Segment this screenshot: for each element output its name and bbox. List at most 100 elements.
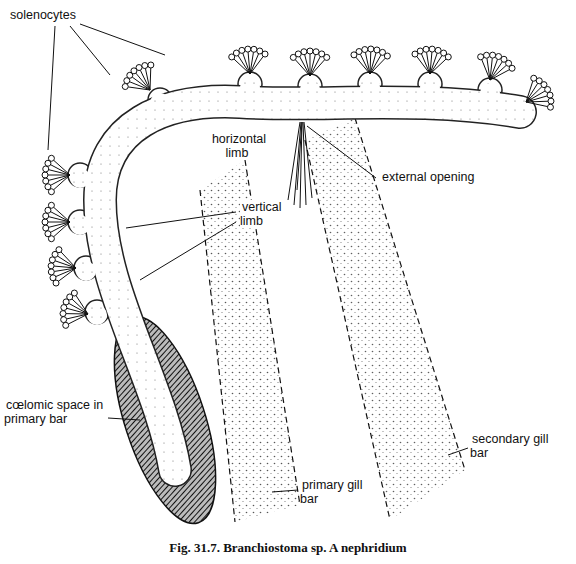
solenocyte-cell [490,52,496,58]
solenocyte-tube [248,52,250,74]
solenocyte-cell [245,46,251,52]
solenocyte-cell [429,46,435,52]
solenocyte-cell [368,46,374,52]
tube-bump-inner [70,168,90,188]
solenocyte-tube [250,56,263,74]
solenocyte-cell [61,305,67,311]
label-text: external opening [380,170,476,184]
solenocyte-tube [300,57,310,76]
solenocyte-cell [43,166,49,172]
tube-bump [148,88,172,112]
solenocyte-tube [76,296,88,314]
figure-caption: Fig. 31.7. Branchiostoma sp. A nephridiu… [0,540,576,556]
tube-bump [478,78,502,102]
solenocyte-cell [60,311,66,317]
solenocyte-cell [423,46,429,52]
solenocyte-cell [484,52,490,58]
tube-bump [298,74,322,98]
solenocyte-cell [122,84,128,90]
solenocyte-cell [42,172,48,178]
solenocyte-cell [63,322,69,328]
solenocyte-cell [478,54,484,60]
solenocyte-cell [548,98,554,104]
solenocyte-cell [374,47,380,53]
solenocyte-cell [45,184,51,190]
solenocyte-cell [43,225,49,231]
solenocyte-cell [61,317,67,323]
tube-bump-inner [300,79,320,99]
tube-bump [238,72,262,96]
solenocyte-tube [490,70,509,80]
solenocyte-cell [48,155,54,161]
solenocyte-tube [54,160,70,175]
solenocyte-tube [305,55,310,76]
leader-lines [48,24,468,492]
solenocyte-cell [148,62,154,68]
solenocyte-tube [360,54,370,74]
solenocyte-tube [526,102,548,107]
part-label: external opening [380,170,500,184]
solenocytes [42,46,554,328]
tube-bump-inner [70,215,90,235]
solenocyte-cell [547,104,553,110]
solenocyte-tube [54,268,76,271]
solenocyte-cell [545,87,551,93]
solenocyte-cell [295,51,301,57]
solenocyte-cell [136,65,142,71]
tube-bump [358,72,382,96]
solenocyte-cell [43,178,49,184]
solenocyte-cell [48,202,54,208]
solenocyte-cell [262,51,268,57]
solenocyte-tube [427,52,430,74]
solenocyte-cell [239,47,245,53]
solenocyte-cell [509,65,515,71]
solenocyte-tube [67,314,88,319]
solenocyte-tube [370,58,385,74]
solenocyte-tube [310,60,325,76]
solenocyte-cell [71,290,77,296]
external-opening-cilia [288,122,312,208]
solenocyte-tube [526,96,547,102]
solenocyte-tube [487,58,490,80]
label-text: horizontal limb [210,132,266,160]
tube-bump-inner [360,77,380,97]
solenocyte-tube [140,70,150,90]
solenocyte-cell [384,53,390,59]
solenocyte-tube [49,175,70,180]
solenocyte-cell [48,269,54,275]
label-text: secondary gill bar [470,432,548,460]
solenocyte-cell [324,54,330,60]
solenocyte-cell [301,49,307,55]
solenocyte-cell [362,47,368,53]
label-text: vertical limb [240,200,282,228]
part-label: secondary gill bar [470,432,550,461]
solenocyte-cell [56,247,62,253]
solenocyte-cell [45,231,51,237]
solenocyte-cell [50,275,56,281]
tube-bump-inner [240,77,260,97]
solenocyte-tube [150,68,152,90]
solenocyte-cell [417,48,423,54]
solenocyte-cell [48,263,54,269]
tube-bump-inner [87,305,107,325]
solenocyte-tube [54,207,70,222]
tube-lumen [100,102,520,470]
tube-bump-inner [76,261,96,281]
tube-bump-fill [70,77,500,325]
solenocyte-cell [142,63,148,69]
label-text: cœlomic space in primary bar [4,398,103,426]
solenocyte-cell [251,46,257,52]
solenocyte-tube [51,175,70,185]
part-label: horizontal limb [206,132,270,161]
solenocyte-tube [526,91,545,102]
label-text: primary gill bar [300,478,362,506]
solenocyte-cell [313,49,319,55]
tube-outline [100,102,520,470]
solenocytes-label: solenocytes [8,8,108,22]
solenocyte-cell [43,213,49,219]
solenocyte-tube [68,314,88,324]
tube-bump-inner [480,83,500,103]
solenocyte-cell [356,49,362,55]
solenocyte-cell [307,48,313,54]
